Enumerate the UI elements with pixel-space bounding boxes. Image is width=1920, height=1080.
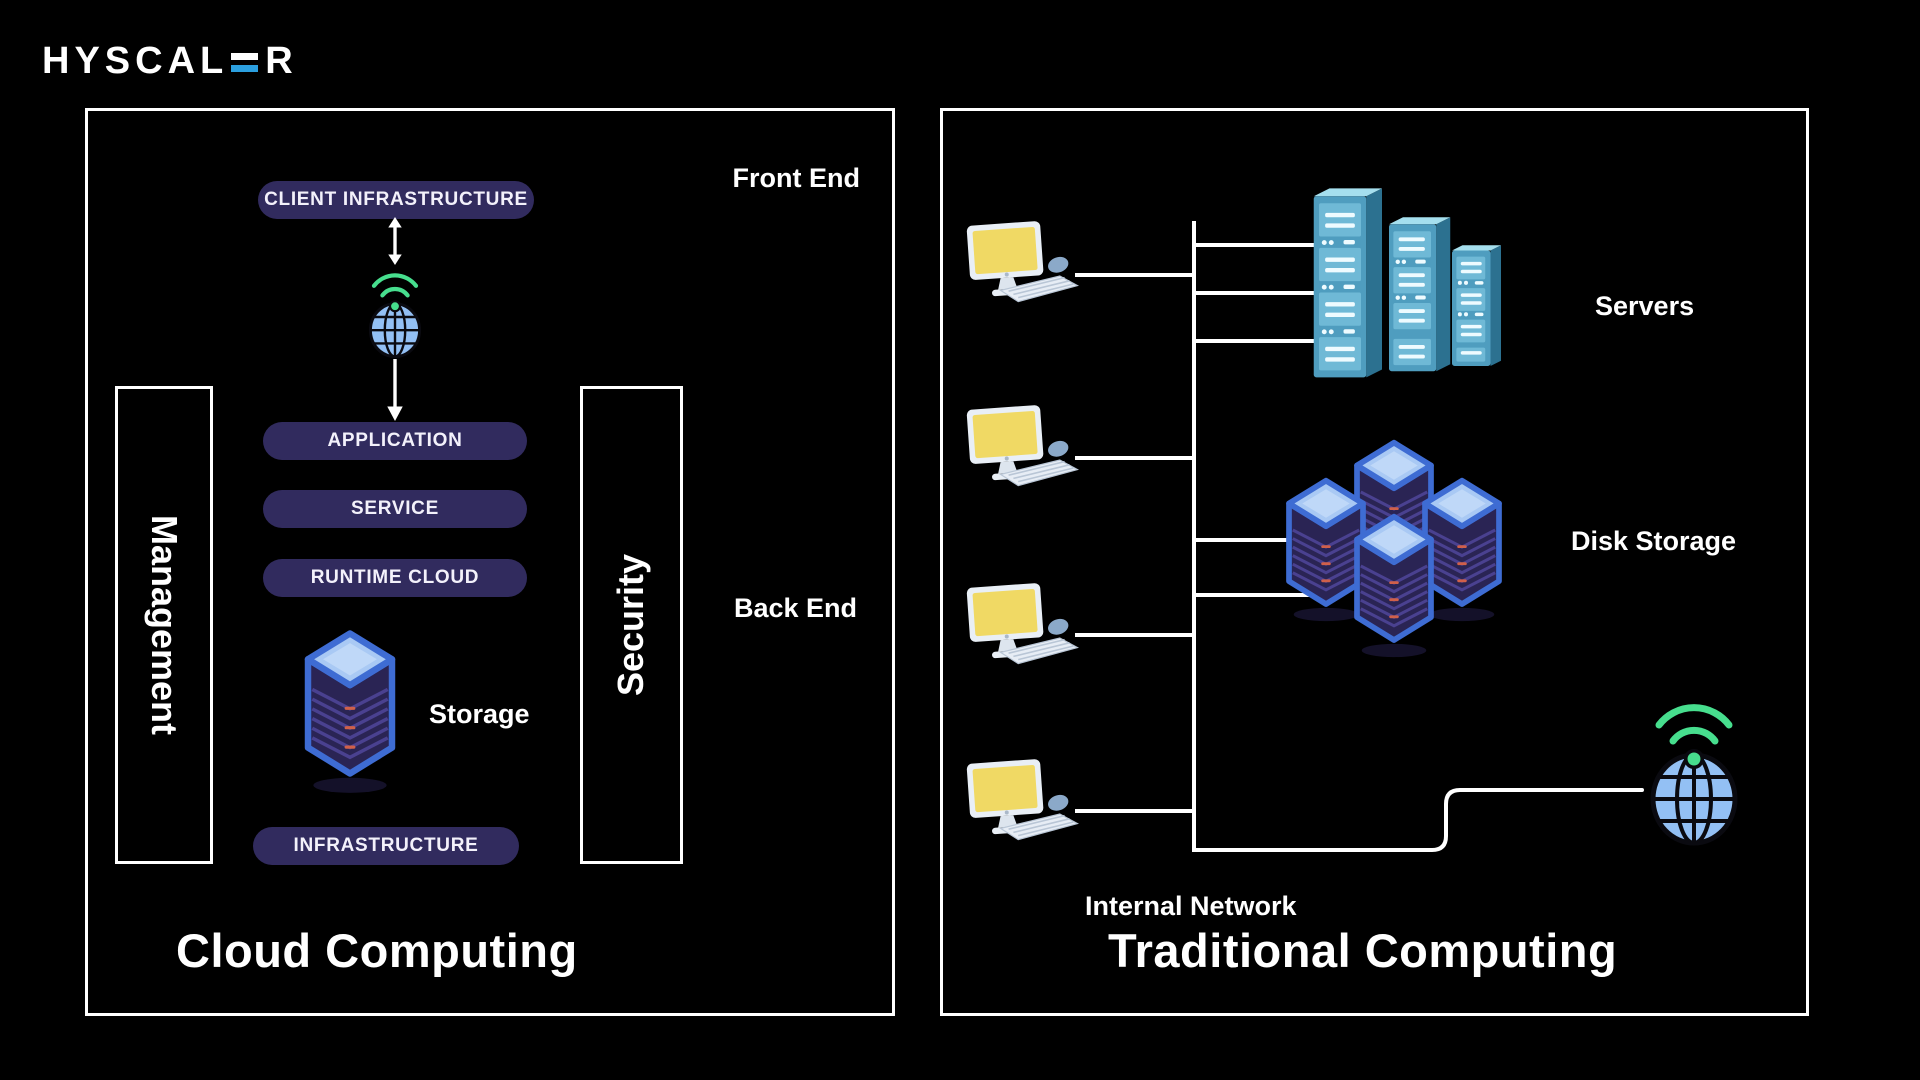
disk-storage-cluster-icon [1283,437,1505,659]
disk-connector-line [1194,593,1343,597]
double-arrow-icon [388,217,402,265]
logo-text-prefix: HYSCAL [42,40,229,82]
desktop-computer-icon [959,577,1079,675]
service-pill: SERVICE [263,490,527,528]
down-arrow-icon [387,359,403,421]
infrastructure-pill: INFRASTRUCTURE [253,827,519,865]
internal-network-label: Internal Network [1085,891,1297,921]
internet-globe-wifi-icon [1639,687,1749,847]
traditional-computing-title: Traditional Computing [1108,924,1618,977]
desktop-computer-icon [959,399,1079,497]
logo-e-glyph [231,47,259,77]
desktop-computer-icon [959,753,1079,851]
runtime-cloud-pill: RUNTIME CLOUD [263,559,527,597]
server-racks-icon [1305,179,1501,391]
back-end-label: Back End [733,593,857,623]
disk-storage-label: Disk Storage [1571,526,1737,556]
client-infrastructure-pill: CLIENT INFRASTRUCTURE [258,181,534,219]
internet-connector-line [1192,788,1644,852]
desktop-computer-icon [959,215,1079,313]
server-connector-line [1194,339,1353,343]
computer-connector-line [1075,456,1196,460]
storage-label: Storage [429,699,530,729]
application-pill: APPLICATION [263,422,527,460]
server-connector-line [1194,243,1353,247]
cloud-computing-panel: Front End Back End CLIENT INFRASTRUCTURE… [85,108,895,1016]
front-end-label: Front End [732,163,860,193]
computer-connector-line [1075,633,1196,637]
computer-connector-line [1075,809,1196,813]
traditional-computing-panel: Servers Disk Storage Internal Network Tr… [940,108,1809,1016]
management-label: Management [144,514,186,736]
logo-text-suffix: R [265,40,298,82]
internet-globe-wifi-icon [362,263,428,359]
brand-logo: HYSCAL R [42,40,298,83]
disk-connector-line [1194,538,1343,542]
servers-label: Servers [1595,291,1695,321]
internal-network-trunk-line [1192,221,1196,852]
management-box: Management [115,386,213,864]
security-box: Security [580,386,683,864]
storage-tower-icon [300,627,400,795]
server-connector-line [1194,291,1353,295]
computer-connector-line [1075,273,1196,277]
cloud-computing-title: Cloud Computing [176,924,578,977]
security-label: Security [610,553,652,697]
